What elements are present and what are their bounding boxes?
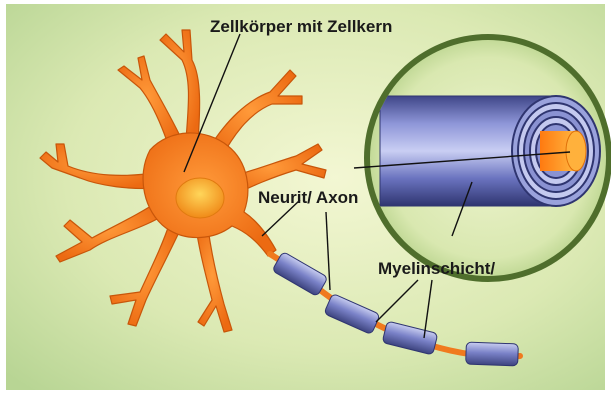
label-axon: Neurit/ Axon [258,188,358,207]
label-cell-body: Zellkörper mit Zellkern [210,17,392,36]
cell-nucleus [176,178,224,218]
label-myelin: Myelinschicht/ [378,259,495,278]
axon-core-end [566,131,586,171]
myelin-segment-4 [466,342,519,366]
